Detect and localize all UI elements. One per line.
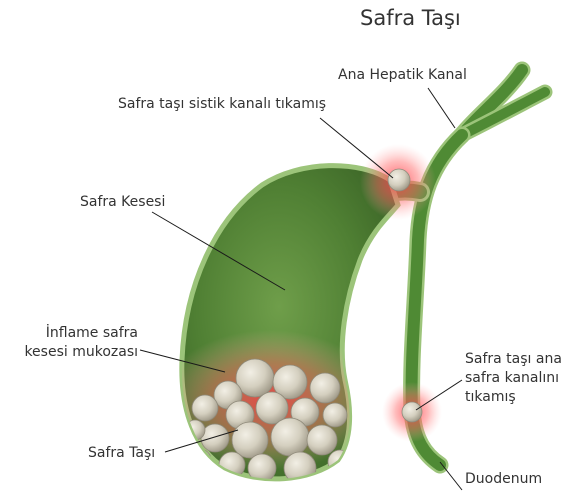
- label-mucosa: İnflame safra kesesi mukozası: [4, 324, 138, 362]
- label-common-stone-line3: tıkamış: [465, 388, 562, 407]
- cystic-duct-stone: [388, 169, 410, 191]
- gallstone: [189, 449, 211, 471]
- label-gallstone: Safra Taşı: [88, 444, 155, 463]
- label-cystic-stone: Safra taşı sistik kanalı tıkamış: [118, 95, 326, 114]
- label-hepatic-duct: Ana Hepatik Kanal: [338, 66, 467, 85]
- gallstone: [323, 403, 347, 427]
- label-mucosa-line2: kesesi mukozası: [4, 343, 138, 362]
- gallstone: [310, 373, 340, 403]
- label-common-stone-line1: Safra taşı ana: [465, 350, 562, 369]
- diagram-title: Safra Taşı: [360, 6, 461, 30]
- gallstone: [271, 418, 309, 456]
- leader-duodenum: [440, 462, 462, 490]
- gallstone: [219, 452, 245, 478]
- label-common-stone: Safra taşı ana safra kanalını tıkamış: [465, 350, 562, 407]
- leader-hepatic-duct: [428, 88, 455, 128]
- label-common-stone-line2: safra kanalını: [465, 369, 562, 388]
- gallstone: [232, 422, 268, 458]
- gallstone: [328, 450, 352, 474]
- label-gallbladder: Safra Kesesi: [80, 193, 165, 212]
- gallstone: [307, 425, 337, 455]
- label-duodenum: Duodenum: [465, 470, 542, 489]
- label-mucosa-line1: İnflame safra: [4, 324, 138, 343]
- gallstone: [192, 395, 218, 421]
- common-duct-stone: [402, 402, 422, 422]
